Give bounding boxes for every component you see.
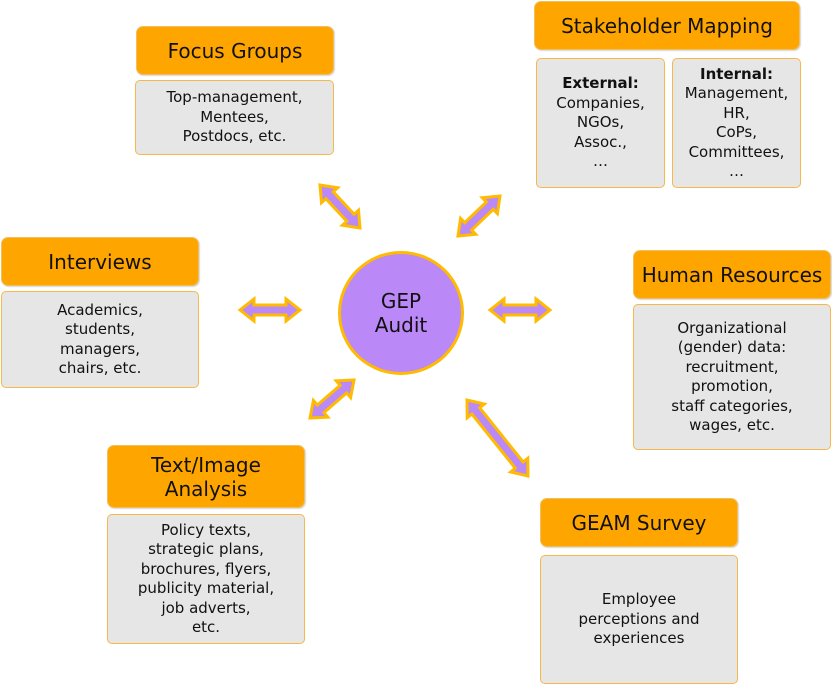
- human-resources-details: Organizational (gender) data: recruitmen…: [633, 304, 831, 450]
- text-image-analysis-header: Text/Image Analysis: [107, 445, 305, 508]
- human-resources-title: Human Resources: [641, 262, 823, 287]
- text-image-analysis-line: etc.: [191, 618, 221, 636]
- human-resources-line: recruitment,: [685, 357, 779, 376]
- focus-groups-header: Focus Groups: [136, 26, 334, 75]
- human-resources-line: staff categories,: [671, 396, 793, 415]
- internal-line: …: [729, 162, 744, 180]
- text-image-analysis-line: publicity material,: [137, 579, 275, 597]
- text-image-analysis-line: Policy texts,: [160, 520, 252, 539]
- external-line: Companies,: [556, 93, 645, 112]
- text-image-analysis-title-line1: Text/Image: [151, 452, 261, 477]
- human-resources-line: Organizational: [677, 318, 787, 337]
- human-resources-line: (gender) data:: [677, 338, 787, 356]
- focus-groups-line: Postdocs, etc.: [182, 127, 287, 146]
- external-line: NGOs,: [576, 113, 625, 132]
- arrow-human-resources-icon: [487, 295, 553, 325]
- focus-groups-line: Top-management,: [166, 88, 303, 107]
- focus-groups-details: Top-management, Mentees, Postdocs, etc.: [135, 80, 334, 155]
- human-resources-header: Human Resources: [633, 250, 831, 299]
- internal-line: Management,: [684, 84, 789, 102]
- arrow-geam-survey-icon: [465, 398, 530, 478]
- internal-heading: Internal:: [700, 64, 773, 83]
- geam-survey-title: GEAM Survey: [571, 510, 707, 535]
- interviews-header: Interviews: [1, 237, 199, 286]
- interviews-details: Academics, students, managers, chairs, e…: [1, 291, 199, 388]
- external-heading: External:: [562, 74, 639, 93]
- interviews-line: managers,: [59, 339, 140, 358]
- interviews-line: Academics,: [57, 300, 143, 319]
- text-image-analysis-line: job adverts,: [161, 598, 251, 617]
- internal-line: Committees,: [688, 142, 785, 161]
- interviews-line: students,: [65, 320, 135, 338]
- external-line: …: [593, 152, 608, 171]
- internal-line: CoPs,: [715, 123, 757, 141]
- focus-groups-title: Focus Groups: [167, 38, 303, 63]
- external-line: Assoc.,: [574, 132, 627, 151]
- text-image-analysis-details: Policy texts, strategic plans, brochures…: [107, 514, 305, 644]
- arrow-text-image-icon: [308, 378, 356, 420]
- text-image-analysis-line: strategic plans,: [148, 540, 264, 558]
- stakeholder-mapping-header: Stakeholder Mapping: [534, 1, 800, 50]
- geam-survey-line: perceptions and: [578, 609, 700, 628]
- geam-survey-header: GEAM Survey: [540, 498, 738, 547]
- stakeholder-internal-box: Internal: Management, HR, CoPs, Committe…: [672, 58, 801, 188]
- geam-survey-details: Employee perceptions and experiences: [540, 555, 738, 684]
- human-resources-line: promotion,: [691, 377, 773, 395]
- focus-groups-line: Mentees,: [200, 107, 269, 126]
- geam-survey-line: experiences: [593, 629, 685, 648]
- internal-line: HR,: [723, 103, 750, 122]
- center-label-line1: GEP: [380, 289, 422, 313]
- interviews-title: Interviews: [48, 249, 152, 274]
- text-image-analysis-title-line2: Analysis: [164, 476, 248, 501]
- gep-audit-center-node: GEP Audit: [338, 251, 464, 375]
- arrow-focus-groups-icon: [318, 183, 362, 230]
- human-resources-line: wages, etc.: [689, 416, 775, 434]
- arrow-stakeholder-icon: [456, 194, 502, 238]
- text-image-analysis-line: brochures, flyers,: [140, 559, 272, 578]
- center-label-line2: Audit: [374, 313, 428, 337]
- geam-survey-line: Employee: [601, 590, 677, 609]
- interviews-line: chairs, etc.: [58, 359, 142, 377]
- arrow-interviews-icon: [237, 295, 303, 325]
- stakeholder-mapping-title: Stakeholder Mapping: [561, 13, 773, 38]
- stakeholder-external-box: External: Companies, NGOs, Assoc., …: [536, 58, 665, 188]
